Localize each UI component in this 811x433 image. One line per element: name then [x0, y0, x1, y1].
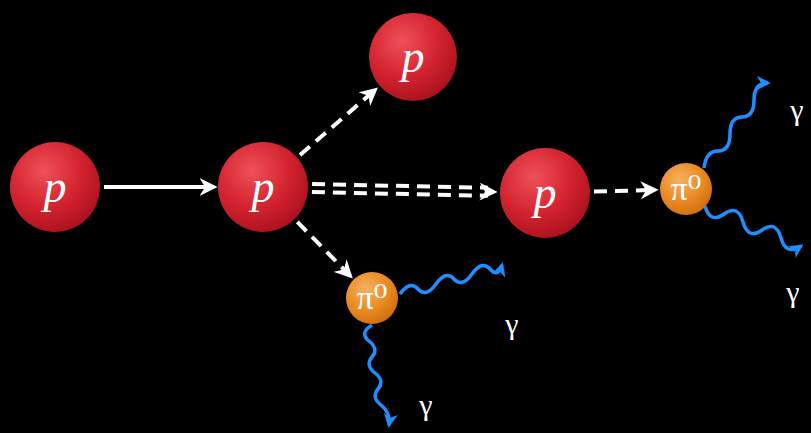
proton-ball: p	[10, 142, 100, 232]
photon-wave	[365, 325, 390, 425]
line-stroke	[300, 90, 375, 155]
beam-arrow	[104, 187, 214, 188]
particle-symbol: π⁰	[357, 281, 388, 315]
photon-label: γ	[790, 95, 803, 125]
line-stroke	[312, 184, 488, 188]
dashed-arrow	[594, 190, 655, 192]
particle-symbol: p	[252, 164, 275, 210]
line-stroke	[312, 192, 488, 196]
photon-wave	[704, 83, 768, 168]
line-stroke	[594, 190, 655, 192]
proton-ball: p	[369, 13, 457, 101]
line-stroke	[490, 190, 494, 194]
proton-ball: p	[218, 142, 308, 232]
particle-symbol: p	[44, 164, 67, 210]
line-stroke	[104, 185, 214, 189]
photon-wave	[705, 206, 801, 250]
photon-label: γ	[419, 390, 432, 420]
pion-ball: π⁰	[660, 163, 712, 215]
photon-wave	[400, 265, 502, 294]
particle-symbol: p	[402, 34, 425, 80]
photon-label: γ	[505, 309, 518, 339]
dashed-arrow	[300, 90, 375, 155]
line-stroke	[297, 222, 350, 276]
photon-label: γ	[786, 277, 799, 307]
particle-symbol: p	[534, 170, 557, 216]
dashed-arrow	[297, 222, 350, 276]
dashed-arrow	[312, 184, 494, 196]
particle-symbol: π⁰	[671, 172, 702, 206]
pion-ball: π⁰	[346, 272, 398, 324]
proton-ball: p	[500, 148, 590, 238]
